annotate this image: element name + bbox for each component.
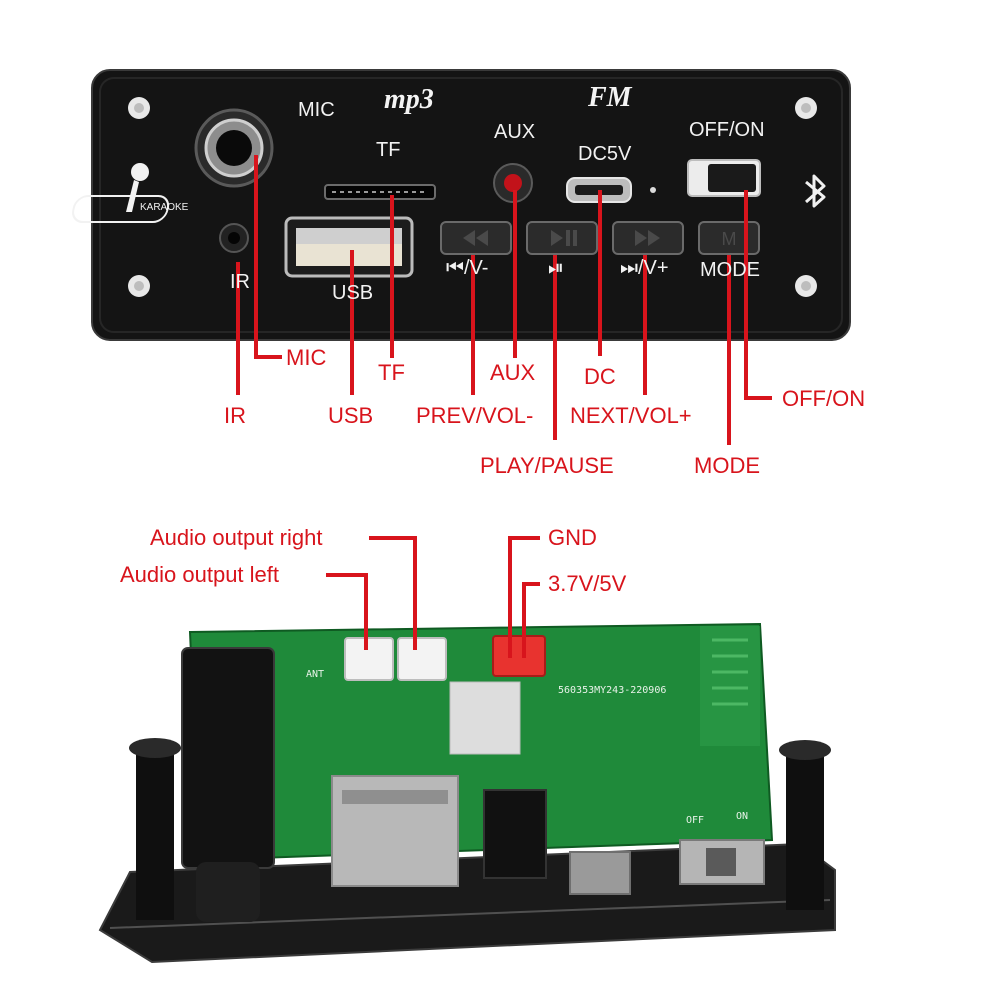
power-switch[interactable] [687, 159, 761, 197]
panel-label-usb: USB [332, 282, 374, 304]
callout-prev: PREV/VOL- [416, 403, 534, 428]
karaoke-label: KARAOKE [140, 202, 189, 213]
panel-label-play: ⏯ [548, 257, 564, 279]
ir-receiver [219, 223, 249, 253]
callout-dc: DC [584, 364, 616, 389]
play-pause-button[interactable] [526, 221, 598, 255]
panel-label-prev: ⏮/V- [446, 257, 489, 279]
callout-aux: AUX [490, 360, 536, 385]
micro-usb-component [569, 851, 631, 895]
mode-button[interactable]: M [698, 221, 760, 255]
audio-left-connector [344, 637, 394, 681]
svg-text:M: M [722, 229, 737, 249]
callout-lines-bottom [326, 536, 540, 658]
mounting-hole [795, 275, 817, 297]
panel-label-mode: MODE [700, 259, 760, 281]
callout-audio-right: Audio output right [150, 525, 323, 550]
pcb-serial: 560353MY243-220906 [558, 685, 667, 696]
callout-offon: OFF/ON [782, 386, 866, 411]
pcb-on-label: ON [736, 811, 749, 822]
panel-label-aux: AUX [494, 121, 536, 143]
fm-logo: FM [588, 82, 632, 113]
front-panel: M [72, 69, 851, 341]
power-connector [492, 635, 546, 677]
next-button[interactable] [612, 221, 684, 255]
tf-card-slot[interactable] [324, 184, 436, 200]
mounting-post [779, 740, 831, 910]
pcb-off-label: OFF [686, 815, 705, 826]
callout-play: PLAY/PAUSE [480, 453, 614, 478]
mounting-post [129, 738, 181, 920]
panel-label-next: ⏭/V+ [620, 257, 669, 279]
aux-jack[interactable] [493, 163, 533, 203]
karaoke-logo-icon [72, 163, 170, 223]
mounting-hole [128, 97, 150, 119]
usb-port[interactable] [284, 216, 414, 278]
callout-tf: TF [378, 360, 405, 385]
callout-mode: MODE [694, 453, 760, 478]
circuit-board [98, 622, 836, 964]
panel-label-dc: DC5V [578, 143, 632, 165]
audio-right-connector [397, 637, 447, 681]
callout-power: 3.7V/5V [548, 571, 627, 596]
mp3-logo: mp3 [384, 84, 434, 115]
callout-audio-left: Audio output left [120, 562, 280, 587]
callout-gnd: GND [548, 525, 597, 550]
callout-mic: MIC [286, 345, 327, 370]
panel-label-tf: TF [376, 139, 401, 161]
sd-card-slot [331, 775, 459, 887]
bluetooth-icon [805, 174, 826, 208]
mounting-hole [795, 97, 817, 119]
callout-usb: USB [328, 403, 374, 428]
mic-jack[interactable] [194, 108, 274, 188]
panel-label-mic: MIC [298, 99, 335, 121]
aux-jack-component [483, 789, 547, 879]
callout-lines-top [236, 155, 772, 445]
callout-ir: IR [224, 403, 246, 428]
pcb-ant-label: ANT [306, 669, 325, 680]
panel-label-offon: OFF/ON [689, 119, 765, 141]
slide-switch-component [679, 839, 765, 885]
panel-label-ir: IR [230, 271, 250, 293]
mounting-hole [128, 275, 150, 297]
mic-jack-housing [181, 647, 275, 922]
prev-button[interactable] [440, 221, 512, 255]
callout-next: NEXT/VOL+ [570, 403, 692, 428]
